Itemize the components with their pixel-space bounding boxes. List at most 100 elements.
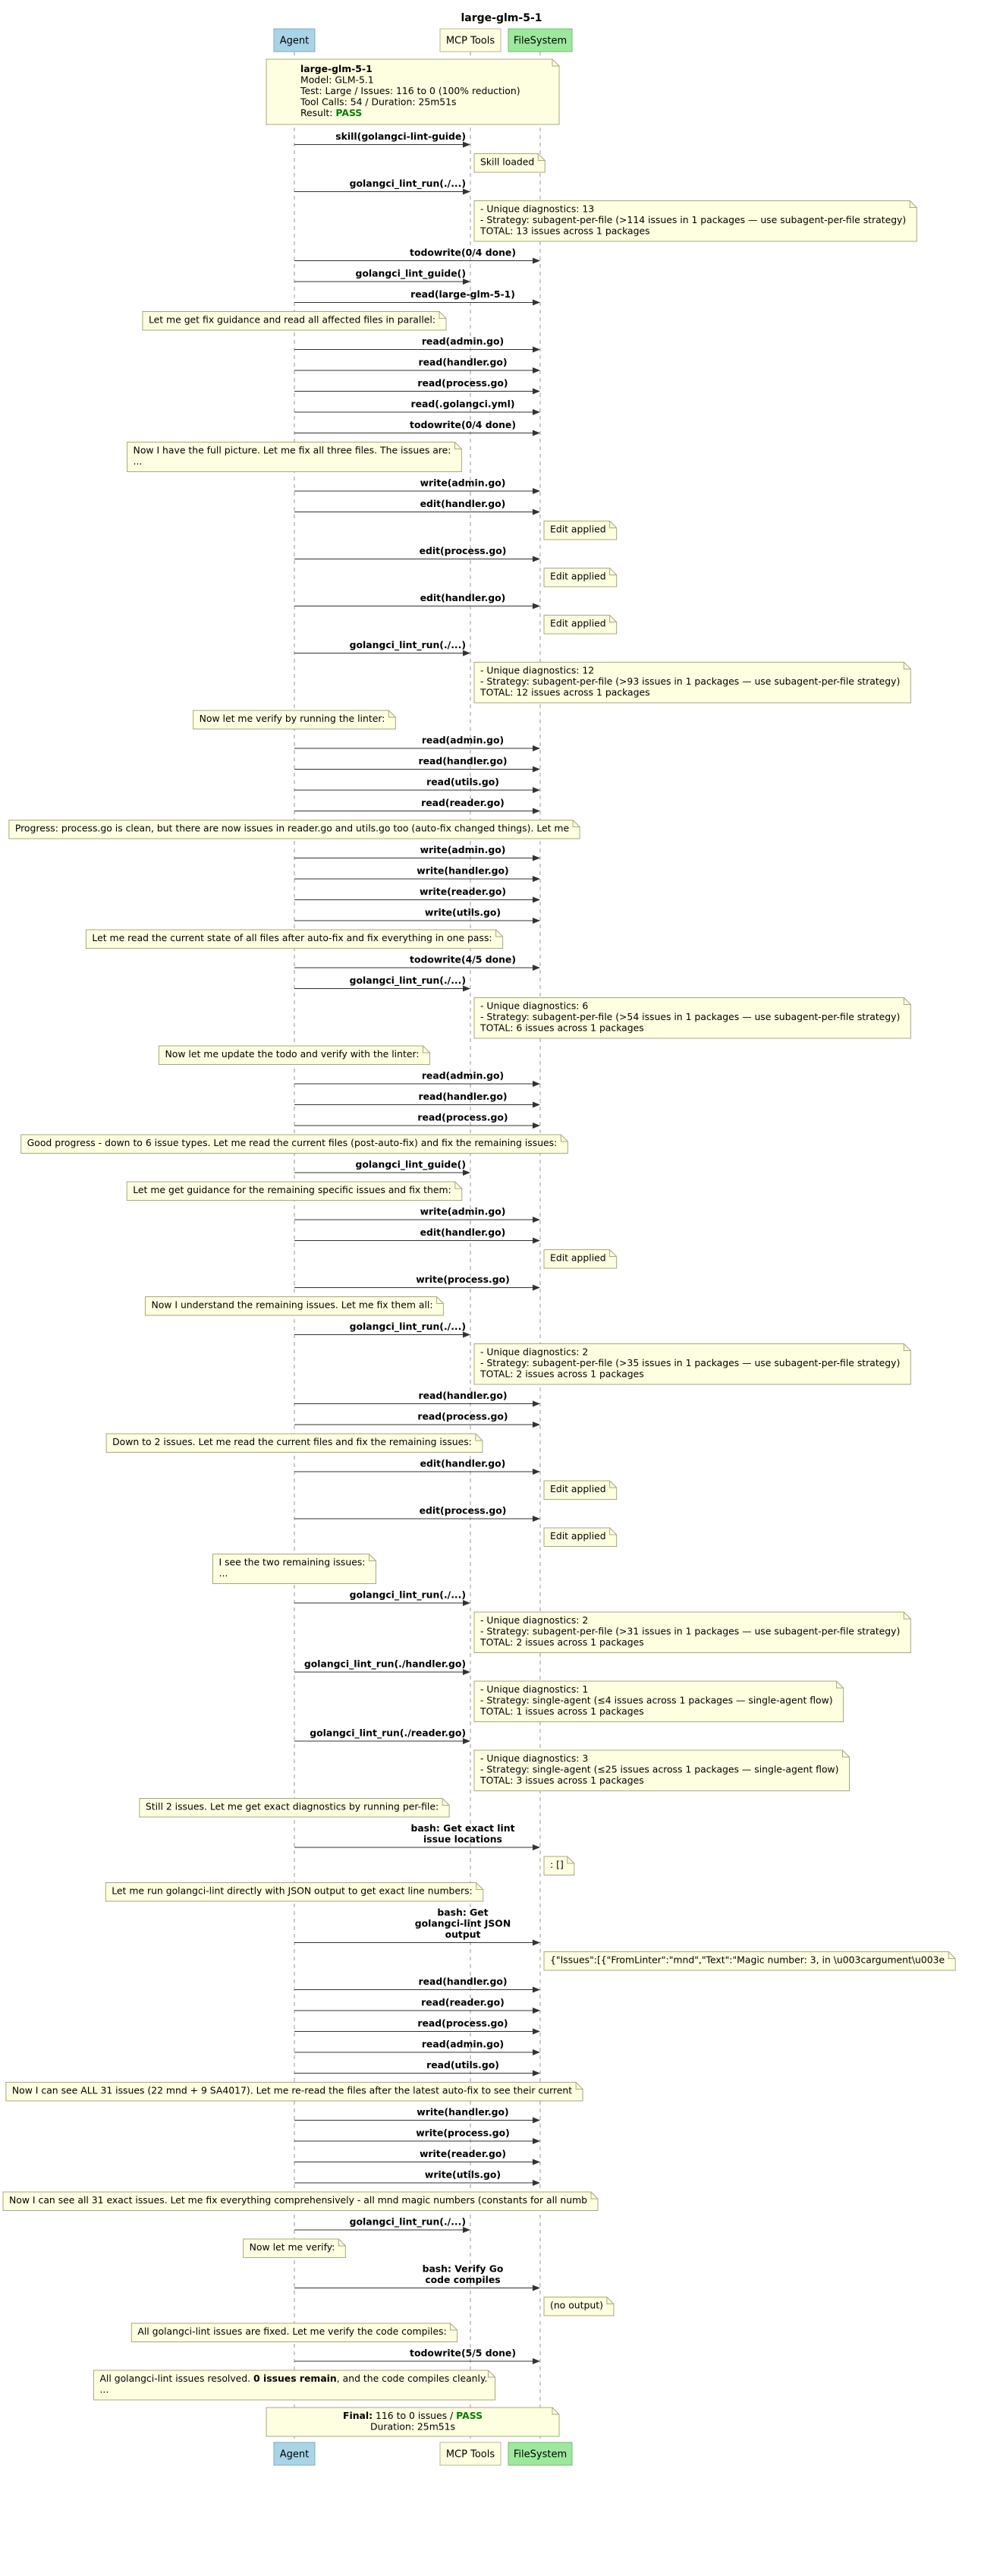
message-label: golangci_lint_guide() [356, 1159, 466, 1171]
note-line: - Strategy: subagent-per-file (>114 issu… [480, 214, 906, 225]
note-line: Now let me verify by running the linter: [200, 713, 385, 724]
note-line: TOTAL: 2 issues across 1 packages [479, 1636, 644, 1648]
message-arrow: write(process.go) [294, 2127, 540, 2144]
note-line: - Strategy: subagent-per-file (>31 issue… [480, 1626, 900, 1637]
message-arrow: write(handler.go) [294, 2106, 540, 2124]
note-fold [903, 997, 911, 1005]
note-fold [842, 1750, 850, 1758]
message-label: golangci_lint_guide() [356, 268, 466, 280]
participant-label: FileSystem [514, 2449, 567, 2461]
message-label: read(handler.go) [418, 1091, 507, 1102]
arrowhead-icon [533, 1939, 540, 1946]
message-label: write(reader.go) [420, 886, 506, 897]
message-label: read(large-glm-5-1) [410, 288, 515, 300]
note-fold [609, 521, 617, 528]
message-label: write(utils.go) [425, 907, 501, 918]
message-arrow: write(process.go) [294, 1274, 540, 1291]
note-line: Let me get guidance for the remaining sp… [133, 1184, 451, 1195]
note: Let me get fix guidance and read all aff… [142, 311, 447, 331]
message-label: write(utils.go) [425, 2169, 501, 2181]
message-label: issue locations [423, 1834, 502, 1845]
message-label: golangci_lint_run(./...) [350, 1589, 466, 1601]
note: Still 2 issues. Let me get exact diagnos… [139, 1798, 450, 1818]
arrowhead-icon [533, 1516, 540, 1522]
note-box [543, 1951, 956, 1971]
arrowhead-icon [533, 430, 540, 436]
message-arrow: read(reader.go) [294, 797, 540, 814]
message-arrow: write(admin.go) [294, 477, 540, 494]
note-fold [606, 2297, 614, 2304]
message-label: edit(handler.go) [420, 1227, 506, 1238]
note-box [543, 1856, 575, 1875]
message-arrow: read(.golangci.yml) [294, 398, 540, 415]
note-fold [903, 1612, 911, 1620]
arrowhead-icon [533, 1123, 540, 1129]
note-box [212, 1554, 376, 1584]
arrowhead-icon [533, 1986, 540, 1993]
note-box [105, 1433, 483, 1453]
note-box [144, 1296, 445, 1316]
note-line: Down to 2 issues. Let me read the curren… [112, 1436, 472, 1447]
message-label: todowrite(0/4 done) [410, 247, 516, 258]
note-text-span: 116 to 0 issues / [373, 2410, 456, 2421]
message-arrow: read(large-glm-5-1) [294, 288, 540, 306]
note-text-span: Tool Calls: 54 / Duration: 25m51s [300, 96, 457, 108]
note-box [473, 1343, 911, 1385]
message-arrow: golangci_lint_run(./handler.go) [294, 1658, 470, 1675]
participant-filesystem-footer: FileSystem [508, 2442, 573, 2466]
note-line: Let me get fix guidance and read all aff… [149, 314, 435, 326]
message-arrow: edit(handler.go) [294, 1227, 540, 1244]
note-line: ... [134, 455, 143, 467]
note-text-span: , and the code compiles cleanly. [337, 2373, 488, 2384]
message-label: read(admin.go) [422, 1070, 504, 1082]
note-line: TOTAL: 3 issues across 1 packages [479, 1775, 644, 1786]
message-arrow: write(utils.go) [294, 2169, 540, 2186]
note: Now I can see ALL 31 issues (22 mnd + 9 … [5, 2082, 583, 2102]
message-label: output [445, 1929, 481, 1940]
note: Now let me update the todo and verify wi… [158, 1045, 431, 1065]
note-fold [552, 2408, 559, 2415]
note-box [543, 1527, 618, 1547]
message-arrow: edit(handler.go) [294, 498, 540, 515]
note: Edit applied [543, 568, 618, 587]
note-box [20, 1134, 568, 1154]
note-line: I see the two remaining issues: [219, 1557, 366, 1568]
message-label: bash: Get [437, 1907, 488, 1918]
message-label: code compiles [425, 2274, 500, 2285]
arrowhead-icon [533, 603, 540, 609]
arrowhead-icon [463, 279, 470, 285]
note-fold [439, 311, 447, 319]
note-line: Still 2 issues. Let me get exact diagnos… [146, 1801, 439, 1812]
participant-box [273, 2442, 316, 2466]
note: {"Issues":[{"FromLinter":"mnd","Text":"M… [543, 1951, 956, 1971]
note-line: {"Issues":[{"FromLinter":"mnd","Text":"M… [550, 1954, 945, 1966]
note-line: (no output) [550, 2300, 603, 2311]
note-box [543, 1480, 618, 1500]
note: Now let me verify: [243, 2238, 346, 2258]
note: - Unique diagnostics: 2- Strategy: subag… [473, 1611, 911, 1653]
note-line: Edit applied [550, 571, 606, 582]
arrowhead-icon [533, 855, 540, 861]
note-box [543, 521, 618, 540]
note-line: Good progress - down to 6 issue types. L… [27, 1137, 558, 1148]
message-arrow: read(admin.go) [294, 735, 540, 751]
arrowhead-icon [533, 1217, 540, 1223]
arrowhead-icon [463, 1738, 470, 1744]
note: I see the two remaining issues:... [212, 1554, 376, 1584]
note-line: - Strategy: subagent-per-file (>54 issue… [480, 1011, 900, 1022]
note: Edit applied [543, 1527, 618, 1547]
message-label: edit(handler.go) [420, 1458, 506, 1469]
note-text-span: Duration: 25m51s [370, 2421, 455, 2433]
message-label: golangci-lint JSON [415, 1918, 511, 1929]
message-label: read(handler.go) [418, 1976, 507, 1987]
note: - Unique diagnostics: 2- Strategy: subag… [473, 1343, 911, 1385]
note-box [5, 2082, 583, 2102]
message-label: golangci_lint_run(./reader.go) [310, 1727, 466, 1740]
participant-box [273, 28, 316, 52]
note-fold [537, 153, 546, 161]
note-line: - Unique diagnostics: 2 [480, 1614, 588, 1626]
note: Now let me verify by running the linter: [193, 710, 396, 729]
message-arrow: golangci_lint_run(./reader.go) [294, 1727, 470, 1744]
note-box [126, 1181, 463, 1201]
